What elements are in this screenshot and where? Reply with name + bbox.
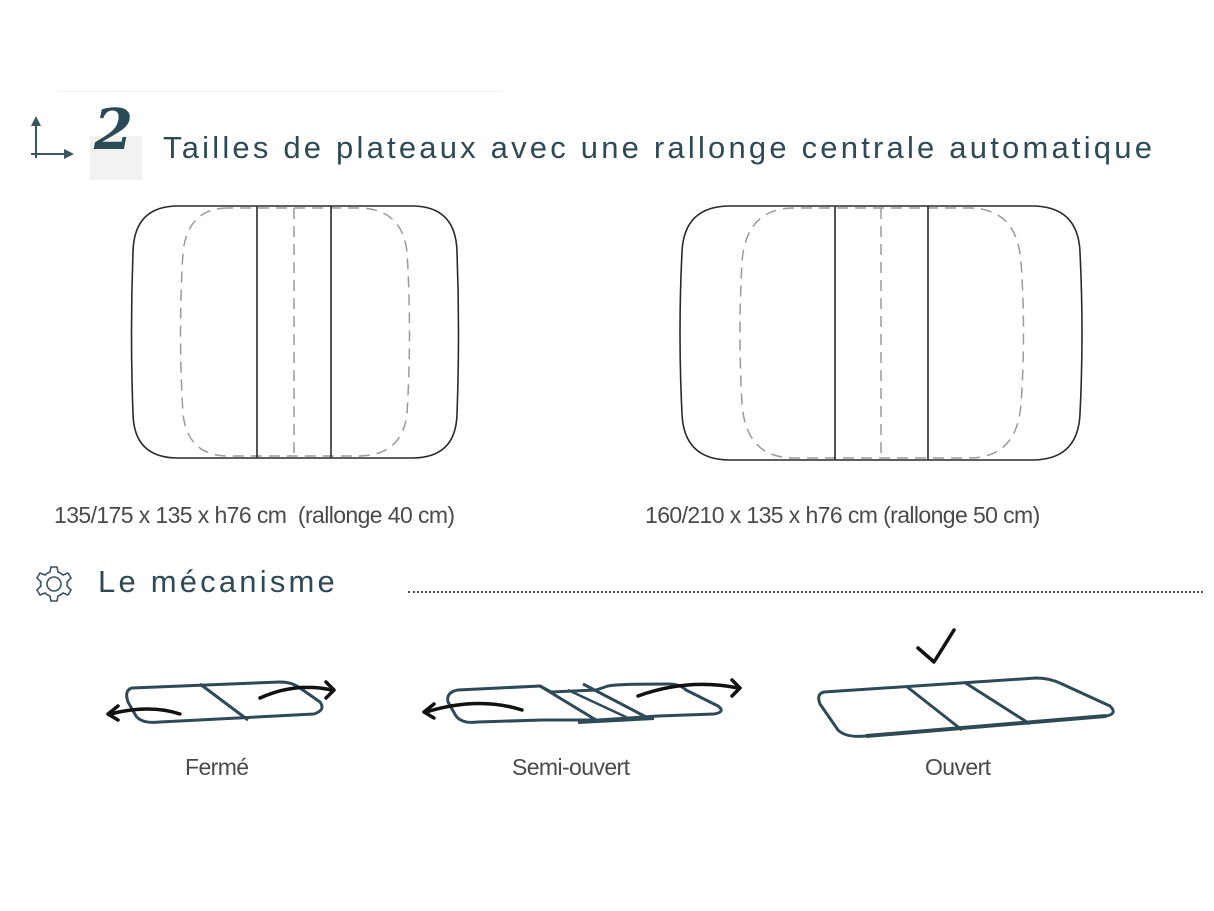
- top-divider: [58, 91, 502, 92]
- mechanism-title: Le mécanisme: [98, 564, 338, 599]
- table-closed-icon: [106, 680, 336, 724]
- table-plan-135: [130, 205, 460, 459]
- dotted-divider: [408, 591, 1203, 593]
- table-open-icon: [817, 628, 1115, 738]
- table-caption-160: 160/210 x 135 x h76 cm (rallonge 50 cm): [645, 502, 1040, 528]
- table-semi-open-icon: [422, 678, 742, 724]
- table-plan-160: [679, 205, 1083, 461]
- gear-icon: [35, 566, 73, 602]
- section-sizes-header: 2 Tailles de plateaux avec une rallonge …: [28, 102, 1214, 180]
- state-label-closed: Fermé: [185, 754, 249, 780]
- section-number: 2: [94, 97, 133, 163]
- state-label-open: Ouvert: [925, 754, 991, 780]
- section-number-background: [90, 136, 142, 180]
- dimensions-axes-icon: [31, 116, 74, 159]
- section-title: Tailles de plateaux avec une rallonge ce…: [163, 130, 1156, 165]
- table-caption-135: 135/175 x 135 x h76 cm (rallonge 40 cm): [54, 502, 455, 528]
- state-label-semi-open: Semi-ouvert: [512, 754, 630, 780]
